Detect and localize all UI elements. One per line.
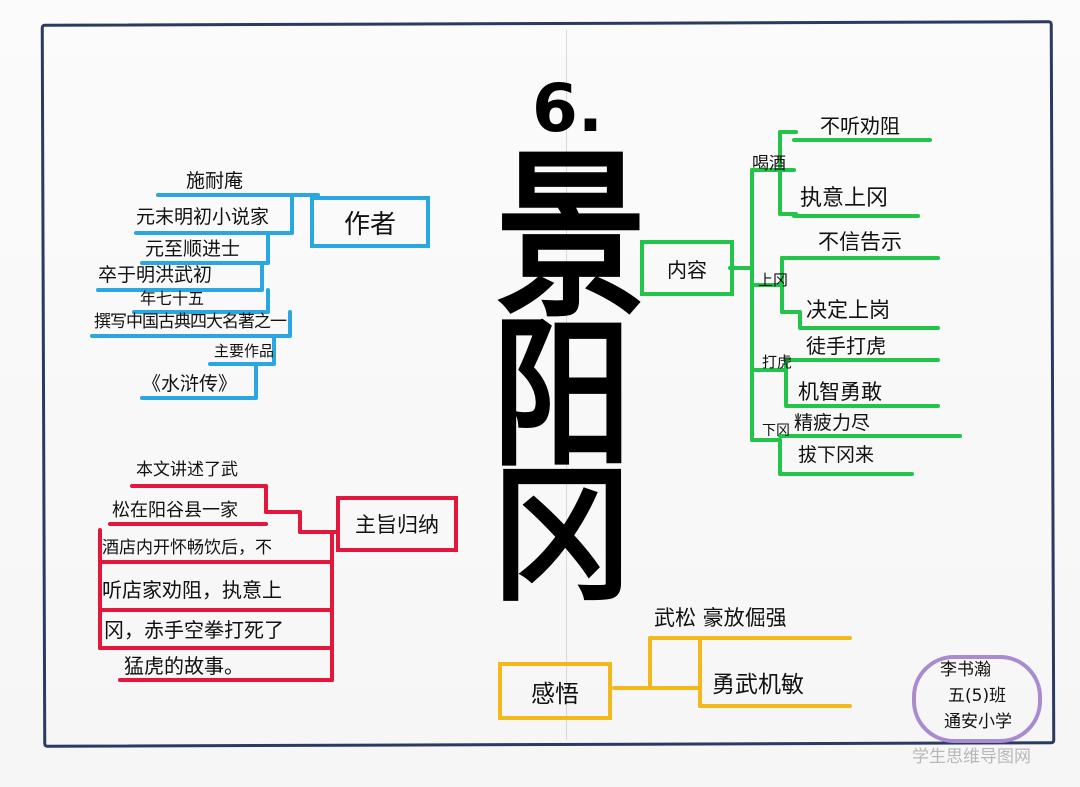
- title-number: 6.: [532, 70, 603, 147]
- author-item: 卒于明洪武初: [98, 264, 213, 286]
- feeling-item: 勇武机敏: [712, 672, 804, 698]
- feeling-item: 武松 豪放倔强: [654, 606, 787, 630]
- signature-stamp: [912, 655, 1042, 743]
- summary-item: 本文讲述了武: [136, 460, 238, 480]
- author-item: 元至顺进士: [145, 238, 241, 260]
- author-item: 元末明初小说家: [136, 206, 270, 228]
- summary-node-label: 主旨归纳: [355, 513, 439, 537]
- author-branch-lines: [90, 193, 320, 400]
- summary-item: 酒店内开怀畅饮后，不: [102, 538, 272, 558]
- content-item: 拔下冈来: [798, 444, 875, 466]
- title-char-yang: 阳: [492, 302, 633, 490]
- site-watermark: 学生思维导图网: [912, 747, 1031, 767]
- content-item: 不听劝阻: [820, 114, 900, 138]
- content-branch-label: 喝酒: [752, 154, 786, 174]
- content-item: 精疲力尽: [794, 412, 871, 434]
- author-node-label: 作者: [343, 209, 396, 240]
- feeling-node: 感悟: [498, 662, 612, 720]
- content-node: 内容: [640, 240, 734, 296]
- title-char-jing: 景: [496, 133, 647, 343]
- summary-branch-lines: [98, 484, 338, 682]
- author-item: 《水浒传》: [142, 373, 238, 395]
- author-item: 主要作品: [214, 342, 275, 360]
- content-node-label: 内容: [667, 257, 707, 282]
- summary-item: 听店家劝阻，执意上: [102, 578, 282, 602]
- content-item: 机智勇敢: [798, 380, 882, 404]
- title-char-gang: 冈: [492, 451, 633, 623]
- signature-line: 李书瀚: [940, 660, 991, 680]
- content-item: 决定上岗: [806, 298, 890, 322]
- content-item: 徒手打虎: [806, 334, 886, 358]
- summary-node: 主旨归纳: [336, 496, 458, 552]
- feeling-node-label: 感悟: [531, 679, 579, 708]
- summary-item: 猛虎的故事。: [124, 654, 244, 678]
- summary-item: 冈，赤手空拳打死了: [104, 618, 284, 642]
- content-item: 执意上冈: [800, 186, 889, 211]
- summary-item: 松在阳谷县一家: [112, 500, 238, 521]
- content-branch-label: 打虎: [762, 353, 793, 371]
- content-branch-label: 下冈: [762, 423, 790, 439]
- author-item: 施耐庵: [186, 170, 244, 192]
- feeling-branch-lines: [612, 636, 852, 708]
- author-item: 年七十五: [140, 289, 205, 308]
- signature-line: 五(5)班: [948, 686, 1007, 706]
- paper-fold-line: [566, 30, 567, 740]
- content-branch-label: 上冈: [758, 271, 789, 289]
- signature-line: 通安小学: [944, 712, 1012, 732]
- content-branch-lines: [728, 130, 962, 476]
- author-node: 作者: [310, 196, 430, 248]
- content-item: 不信告示: [818, 230, 902, 254]
- author-item: 撰写中国古典四大名著之一: [94, 312, 287, 332]
